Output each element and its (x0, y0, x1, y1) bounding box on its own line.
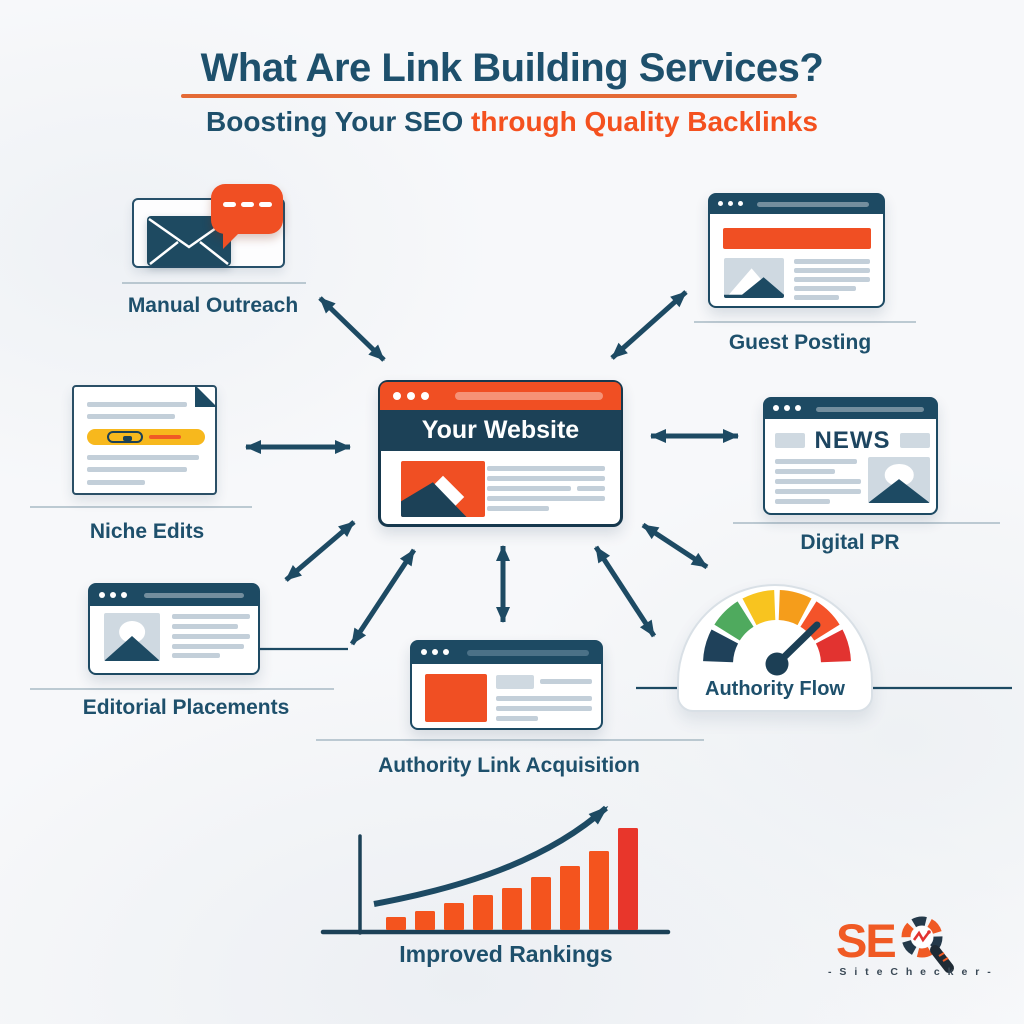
authority-flow-label: Authority Flow (705, 678, 845, 700)
ranking-bar (589, 851, 609, 930)
orange-ad-block (425, 674, 487, 722)
niche-edits-label: Niche Edits (89, 520, 205, 543)
gauge-icon (703, 590, 851, 676)
ranking-bar (502, 888, 522, 930)
news-headline: NEWS (814, 427, 891, 454)
rankings-bars (386, 828, 638, 930)
browser-bar (89, 584, 259, 606)
gauge-hub (765, 652, 789, 676)
folded-corner-icon (195, 385, 217, 407)
ranking-bar (386, 917, 406, 930)
ranking-bar (473, 895, 493, 930)
magnifier-o-icon (901, 916, 954, 973)
person-avatar-icon (868, 457, 930, 503)
ranking-bar (531, 877, 551, 930)
link-icon (107, 431, 143, 443)
authority-link-acquisition-label: Authority Link Acquisition (378, 754, 640, 777)
page-title: What Are Link Building Services? (200, 46, 824, 90)
subtitle-primary: Boosting Your SEO (206, 106, 464, 137)
news-window-icon: NEWS (763, 397, 938, 515)
title-underline (181, 94, 797, 98)
guest-posting-label: Guest Posting (728, 331, 872, 354)
ranking-bar (415, 911, 435, 930)
editorial-window-icon (88, 583, 260, 675)
person-avatar-icon (104, 613, 160, 661)
gauge-segment (714, 601, 754, 641)
digital-pr-label: Digital PR (800, 531, 900, 554)
gauge-segment (815, 629, 851, 663)
chat-bubble-icon (211, 184, 283, 249)
manual-outreach-label: Manual Outreach (127, 294, 299, 317)
browser-bar (764, 398, 937, 419)
gauge-segment (742, 590, 776, 626)
page-subtitle: Boosting Your SEO through Quality Backli… (0, 106, 1024, 138)
improved-rankings-label: Improved Rankings (399, 941, 613, 967)
chat-dashes (211, 202, 283, 207)
gauge-segment (703, 629, 739, 663)
browser-bar (709, 194, 884, 214)
node-authority-flow: Authority Flow (677, 584, 873, 712)
ranking-bar (444, 903, 464, 930)
browser-bar (380, 382, 621, 410)
authority-window-icon (410, 640, 603, 730)
banner-block (723, 228, 871, 249)
highlighted-link-row (87, 429, 205, 445)
gauge-segment (778, 590, 812, 626)
image-thumbnail-icon (724, 258, 784, 298)
subtitle-accent: through Quality Backlinks (463, 106, 818, 137)
browser-bar (411, 641, 602, 664)
gauge-arcs (703, 590, 851, 663)
guest-posting-window-icon (708, 193, 885, 308)
thin-connector-lines (260, 647, 1012, 690)
editorial-placements-label: Editorial Placements (82, 696, 290, 719)
separator-lines (30, 282, 1000, 741)
hero-image-icon (401, 461, 485, 517)
seo-site-checker-logo: SE - S i t e C h e c k e r - (828, 913, 1008, 985)
logo-tagline: - S i t e C h e c k e r - (828, 966, 994, 978)
double-arrows (245, 290, 739, 646)
ranking-bar (618, 828, 638, 930)
logo-se-text: SE (836, 914, 897, 967)
your-website-title-band: Your Website (380, 410, 621, 451)
rankings-chart (320, 805, 671, 935)
your-website-window: Your Website (378, 380, 623, 527)
document-icon (72, 385, 217, 495)
growth-arrow (373, 805, 609, 907)
ranking-bar (560, 866, 580, 930)
